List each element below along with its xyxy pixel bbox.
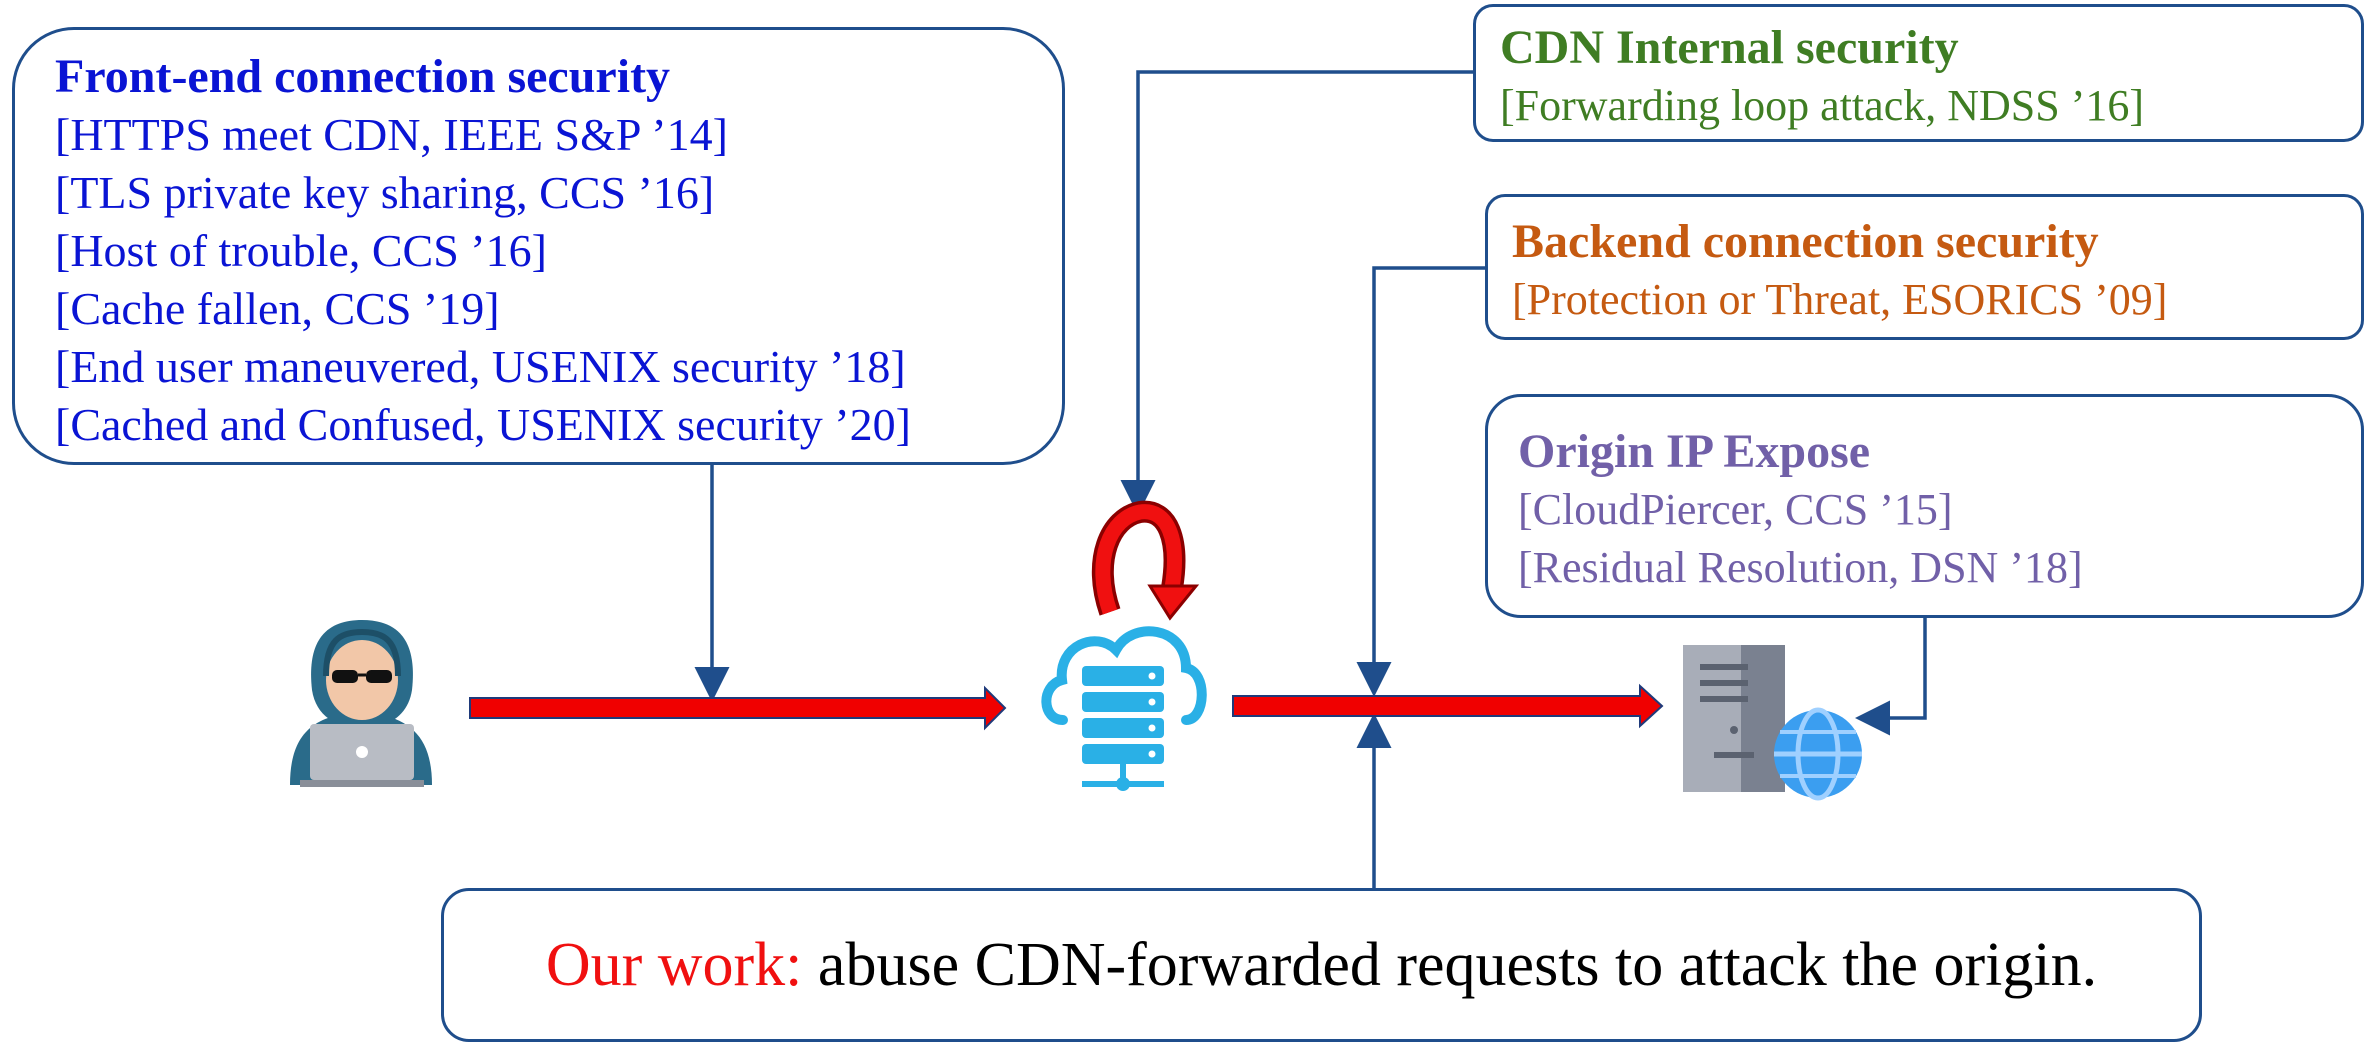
cdn-internal-title: CDN Internal security: [1500, 21, 1959, 74]
origin-connector: [1855, 618, 1927, 736]
frontend-ref: [HTTPS meet CDN, IEEE S&P ’14]: [55, 109, 728, 160]
flow-arrow-cdn-to-origin: [1232, 683, 1664, 729]
backend-title: Backend connection security: [1512, 215, 2099, 268]
backend-connector: [1356, 266, 1485, 697]
cloud-server-icon: [1041, 626, 1207, 791]
cdn-internal-connector: [1120, 70, 1473, 515]
backend-security-box: Backend connection security [Protection …: [1485, 194, 2364, 340]
our-work-label: Our work:: [545, 930, 803, 999]
server-globe-icon: [1683, 645, 1862, 801]
loop-arrow-icon: [1091, 500, 1200, 621]
frontend-ref: [TLS private key sharing, CCS ’16]: [55, 167, 715, 218]
origin-ip-expose-box: Origin IP Expose [CloudPiercer, CCS ’15]…: [1485, 394, 2364, 618]
backend-ref: [Protection or Threat, ESORICS ’09]: [1512, 275, 2168, 324]
frontend-security-box: Front-end connection security [HTTPS mee…: [12, 27, 1065, 465]
frontend-title: Front-end connection security: [55, 50, 671, 103]
hooded-hacker-laptop-icon: [290, 620, 432, 787]
our-work-box: Our work: abuse CDN-forwarded requests t…: [441, 888, 2202, 1042]
flow-arrow-attacker-to-cdn: [469, 685, 1007, 731]
origin-ref: [CloudPiercer, CCS ’15]: [1518, 485, 1953, 534]
cdn-internal-security-box: CDN Internal security [Forwarding loop a…: [1473, 4, 2364, 142]
frontend-ref: [Cache fallen, CCS ’19]: [55, 283, 500, 334]
frontend-ref: [Cached and Confused, USENIX security ’2…: [55, 399, 911, 450]
frontend-ref: [End user maneuvered, USENIX security ’1…: [55, 341, 906, 392]
frontend-ref: [Host of trouble, CCS ’16]: [55, 225, 547, 276]
origin-title: Origin IP Expose: [1518, 425, 1871, 478]
origin-ref: [Residual Resolution, DSN ’18]: [1518, 543, 2083, 592]
cdn-internal-ref: [Forwarding loop attack, NDSS ’16]: [1500, 81, 2145, 130]
our-work-text: abuse CDN-forwarded requests to attack t…: [817, 930, 2098, 999]
